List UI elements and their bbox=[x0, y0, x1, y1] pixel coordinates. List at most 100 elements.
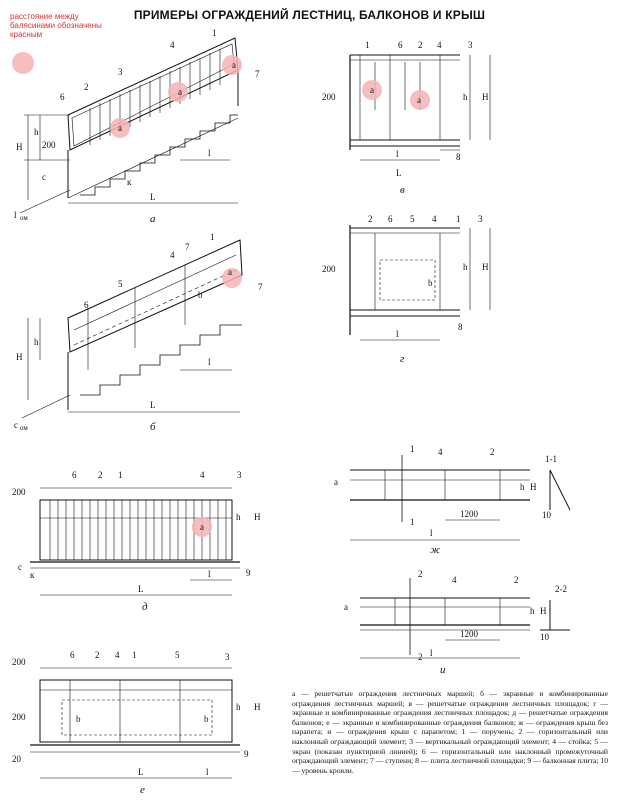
part-number-2-g: 2 bbox=[368, 214, 373, 224]
part-number-5-b: 5 bbox=[118, 279, 123, 289]
dim-h-b: h bbox=[34, 337, 39, 347]
part-number-6-g: 6 bbox=[388, 214, 393, 224]
dim-200-e: 200 bbox=[12, 657, 26, 667]
part-number-1-v: 1 bbox=[365, 40, 370, 50]
dim-a-v2: a bbox=[417, 95, 421, 105]
dim-a-a: a bbox=[118, 123, 122, 133]
dim-a-v: a bbox=[370, 85, 374, 95]
dim-c-om-b: c bbox=[14, 420, 18, 430]
dim-200-a: 200 bbox=[42, 140, 56, 150]
dim-1200-i: 1200 bbox=[460, 629, 479, 639]
part-number-4: 4 bbox=[170, 40, 175, 50]
dim-H-d: H bbox=[254, 512, 261, 522]
part-number-1-d: 1 bbox=[118, 470, 123, 480]
part-number-3-e: 3 bbox=[225, 652, 230, 662]
part-number-1: 1 bbox=[212, 28, 217, 38]
dim-c-a: c bbox=[42, 172, 46, 182]
figure-e-drawing bbox=[30, 667, 240, 779]
part-number-6-b: 6 bbox=[84, 300, 89, 310]
dim-b-g: b bbox=[428, 278, 433, 288]
dim-a-d: a bbox=[200, 522, 204, 532]
figure-v-drawing bbox=[349, 54, 491, 161]
dim-20-e: 20 bbox=[12, 754, 22, 764]
page-title: ПРИМЕРЫ ОГРАЖДЕНИЙ ЛЕСТНИЦ, БАЛКОНОВ И К… bbox=[133, 8, 486, 22]
dim-om-a: ом bbox=[20, 214, 28, 222]
dim-200-d: 200 bbox=[12, 487, 26, 497]
part-number-6-d: 6 bbox=[72, 470, 77, 480]
dim-L-e: L bbox=[138, 767, 144, 777]
figure-label-g: г bbox=[400, 353, 405, 365]
dim-a-zh: a bbox=[334, 477, 338, 487]
dim-h-v: h bbox=[463, 92, 468, 102]
dim-1200-zh: 1200 bbox=[460, 509, 479, 519]
figure-g-drawing bbox=[349, 225, 491, 341]
part-number-7-b: 7 bbox=[185, 242, 190, 252]
part-number-9-d: 9 bbox=[246, 568, 251, 578]
part-number-3-d: 3 bbox=[237, 470, 242, 480]
dim-b-e2: b bbox=[204, 714, 209, 724]
dim-H-zh: H bbox=[530, 482, 537, 492]
section-label-2-2: 2-2 bbox=[555, 584, 567, 594]
dim-l-a: l bbox=[208, 148, 211, 158]
dim-h-zh: h bbox=[520, 482, 525, 492]
figure-label-b: б bbox=[150, 421, 156, 433]
part-number-6-v: 6 bbox=[398, 40, 403, 50]
part-number-2: 2 bbox=[84, 82, 89, 92]
part-number-8-g: 8 bbox=[458, 322, 463, 332]
part-number-4-d: 4 bbox=[200, 470, 205, 480]
dim-H-a: H bbox=[16, 142, 23, 152]
part-number-4-b: 4 bbox=[170, 250, 175, 260]
dim-l-zh: l bbox=[430, 528, 433, 538]
dim-L-v: L bbox=[396, 168, 402, 178]
dim-a-i: a bbox=[344, 602, 348, 612]
part-number-10-i: 10 bbox=[540, 632, 550, 642]
dim-c-d: c bbox=[18, 562, 22, 572]
dim-a-a3: a bbox=[232, 60, 236, 70]
dim-h-i: h bbox=[530, 606, 535, 616]
dim-l-b: l bbox=[208, 357, 211, 367]
dim-l-om-a: l bbox=[14, 210, 17, 220]
dim-H-v: H bbox=[482, 92, 489, 102]
dim-h-a: h bbox=[34, 127, 39, 137]
figure-label-e: е bbox=[140, 784, 145, 796]
dim-H-i: H bbox=[540, 606, 547, 616]
red-highlight-marker bbox=[12, 52, 34, 74]
part-number-4-g: 4 bbox=[432, 214, 437, 224]
part-number-1-e: 1 bbox=[132, 650, 137, 660]
part-number-1-g: 1 bbox=[456, 214, 461, 224]
dim-a-a2: a bbox=[178, 87, 182, 97]
dim-h-g: h bbox=[463, 262, 468, 272]
figure-label-a: а bbox=[150, 213, 156, 225]
figure-a-drawing bbox=[19, 37, 239, 214]
dim-200-e2: 200 bbox=[12, 712, 26, 722]
part-number-5-e: 5 bbox=[175, 650, 180, 660]
part-number-2-d: 2 bbox=[98, 470, 103, 480]
dim-200-g: 200 bbox=[322, 264, 336, 274]
part-number-8-v: 8 bbox=[456, 152, 461, 162]
dim-l-g: l bbox=[396, 329, 399, 339]
part-number-2-zh: 2 bbox=[490, 447, 495, 457]
part-number-4-zh: 4 bbox=[438, 447, 443, 457]
legend-text: а — решетчатые ограждения лестничных мар… bbox=[292, 689, 608, 775]
dim-L-a: L bbox=[150, 192, 156, 202]
part-number-4-v: 4 bbox=[437, 40, 442, 50]
figure-zh-drawing bbox=[350, 455, 571, 541]
dim-H-g: H bbox=[482, 262, 489, 272]
part-number-6: 6 bbox=[60, 92, 65, 102]
dim-k-d: к bbox=[30, 570, 35, 580]
dim-l-v: l bbox=[396, 149, 399, 159]
dim-a-b: a bbox=[228, 267, 232, 277]
part-number-4-i: 4 bbox=[452, 575, 457, 585]
part-number-2-v: 2 bbox=[418, 40, 423, 50]
figure-label-v: в bbox=[400, 184, 405, 196]
part-number-1-b: 1 bbox=[210, 232, 215, 242]
section-mark-1-bottom: 1 bbox=[410, 517, 415, 527]
part-number-6-e: 6 bbox=[70, 650, 75, 660]
section-mark-2-top: 2 bbox=[418, 569, 423, 579]
part-number-3-v: 3 bbox=[468, 40, 473, 50]
dim-h-e: h bbox=[236, 702, 241, 712]
dim-H-e: H bbox=[254, 702, 261, 712]
part-number-4-e: 4 bbox=[115, 650, 120, 660]
figure-label-i: и bbox=[440, 664, 446, 676]
